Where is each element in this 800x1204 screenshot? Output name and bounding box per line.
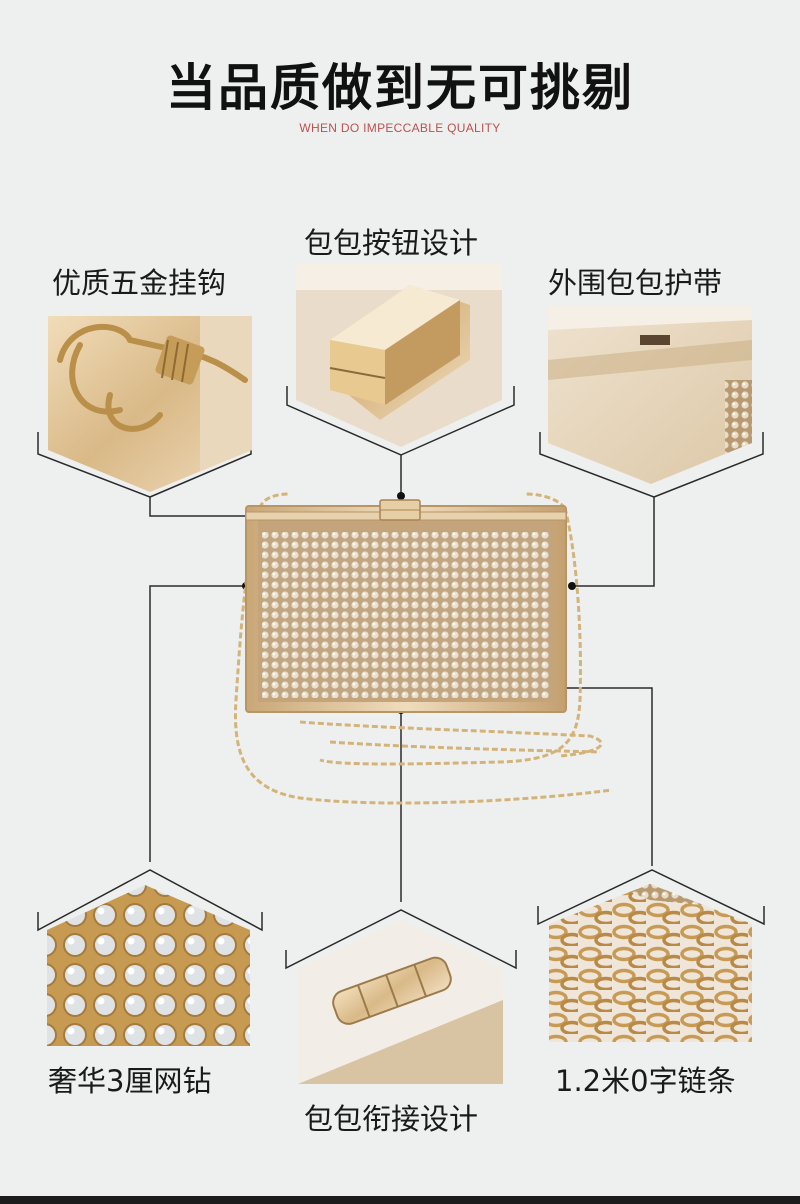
- feature-label-band: 外围包包护带: [548, 266, 723, 300]
- hinge-detail-image: [298, 920, 503, 1084]
- feature-label-rhinestone: 奢华3厘网钻: [48, 1064, 212, 1098]
- band-detail-image: [548, 306, 752, 484]
- hook-detail-image: [48, 316, 252, 492]
- page-subtitle: WHEN DO IMPECCABLE QUALITY: [299, 121, 501, 135]
- clutch-bag-image: [233, 492, 613, 805]
- button-detail-image: [296, 264, 502, 447]
- rhinestone-detail-image: [47, 885, 250, 1046]
- page-title: 当品质做到无可挑剔: [166, 59, 634, 117]
- feature-label-hinge: 包包衔接设计: [304, 1102, 479, 1136]
- bottom-bar: [0, 1196, 800, 1204]
- feature-label-button: 包包按钮设计: [304, 226, 479, 260]
- connector-lines: [37, 386, 765, 970]
- feature-label-hook: 优质五金挂钩: [52, 266, 227, 300]
- feature-label-chain: 1.2米0字链条: [555, 1064, 736, 1098]
